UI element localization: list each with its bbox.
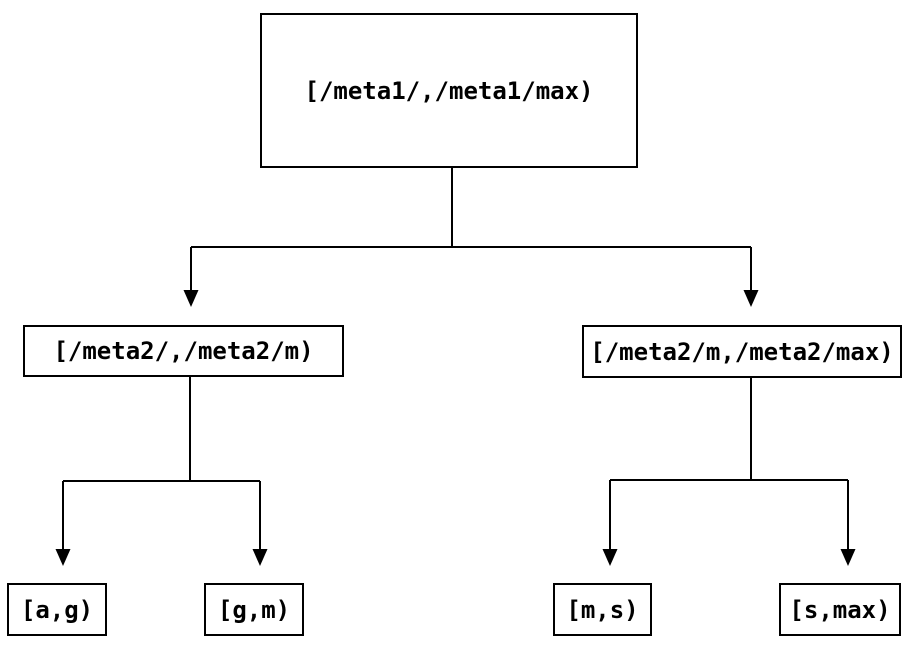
node-leaf-s-max: [s,max)	[779, 583, 901, 636]
arrowhead-icon	[55, 549, 71, 566]
arrowhead-icon	[602, 549, 618, 566]
node-meta2-low-interval: [/meta2/,/meta2/m)	[23, 325, 344, 377]
arrowhead-icon	[252, 549, 268, 566]
node-leaf-g-m: [g,m)	[204, 583, 304, 636]
arrowhead-icon	[840, 549, 856, 566]
node-leaf-m-s: [m,s)	[553, 583, 652, 636]
arrowhead-icon	[743, 290, 759, 307]
arrowhead-icon	[183, 290, 199, 307]
node-root-interval: [/meta1/,/meta1/max)	[260, 13, 638, 168]
connector-meta2high-to-leaves	[609, 378, 849, 550]
node-leaf-a-g: [a,g)	[7, 583, 107, 636]
node-meta2-high-interval: [/meta2/m,/meta2/max)	[582, 325, 902, 378]
connector-meta2low-to-leaves	[62, 377, 261, 550]
connector-root-to-level2	[190, 168, 752, 291]
